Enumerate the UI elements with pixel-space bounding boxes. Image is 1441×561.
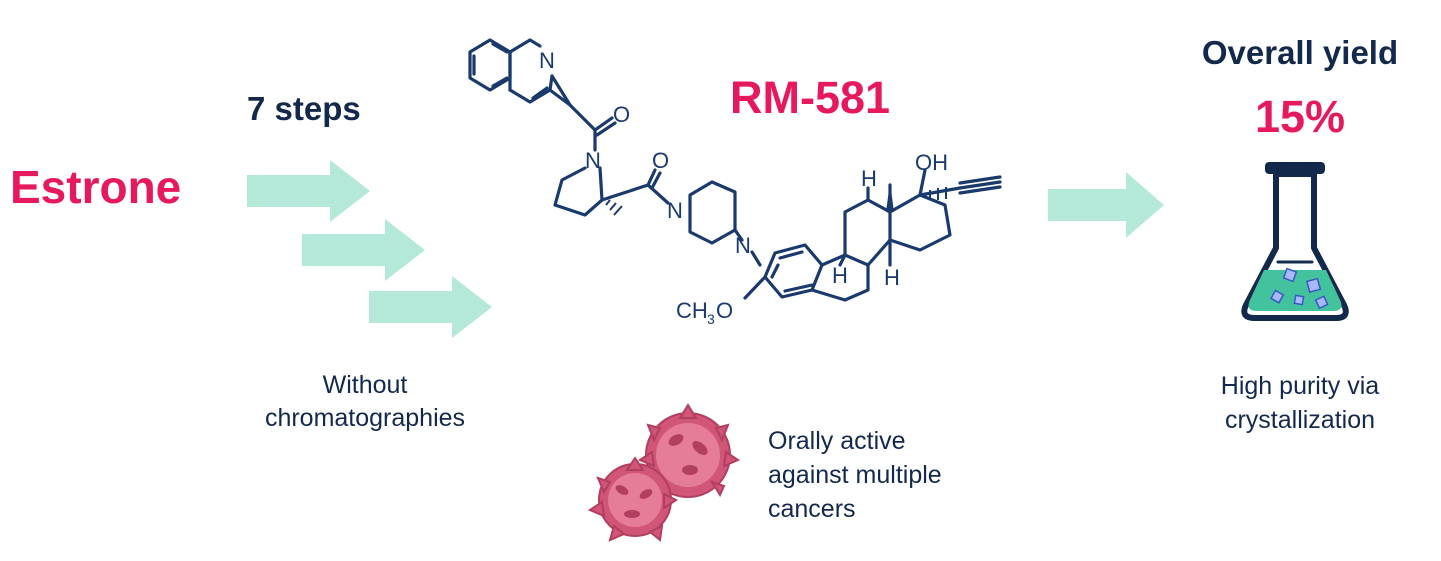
- atom-n-piperazine2: N: [735, 233, 751, 258]
- step-arrow-2: [302, 219, 425, 281]
- atom-methoxy-sub: 3: [707, 311, 715, 327]
- atom-o-amide1: O: [613, 102, 630, 127]
- ethynyl-hash: [929, 187, 947, 200]
- methyl-wedge: [886, 182, 894, 212]
- estrone-label: Estrone: [10, 161, 182, 213]
- atom-h2: H: [832, 263, 848, 288]
- purity-note: High purity via crystallization: [1175, 369, 1425, 437]
- atom-methoxy-ch: CH: [676, 298, 708, 323]
- atom-h1: H: [861, 166, 877, 191]
- atom-h3: H: [884, 265, 900, 290]
- process-note: Without chromatographies: [240, 369, 490, 435]
- atom-methoxy-o: O: [716, 298, 733, 323]
- activity-note-line-2: against multiple: [768, 461, 942, 489]
- yield-value: 15%: [1254, 91, 1346, 142]
- result-arrow: [1048, 172, 1164, 238]
- atom-o-amide2: O: [652, 148, 669, 173]
- activity-note-line-3: cancers: [768, 495, 856, 523]
- activity-note-line-1: Orally active: [768, 427, 906, 455]
- process-note-line-1: Without: [322, 371, 408, 399]
- flask-icon: [1241, 162, 1349, 321]
- yield-title: Overall yield: [1201, 34, 1399, 71]
- atom-n-pyrrolidine: N: [585, 148, 601, 173]
- step-arrow-1: [247, 160, 370, 222]
- rm581-structure: [468, 38, 1002, 302]
- purity-note-line-2: crystallization: [1224, 406, 1376, 434]
- product-name: RM-581: [730, 72, 891, 123]
- step-arrow-3: [369, 276, 492, 338]
- activity-note: Orally active against multiple cancers: [768, 424, 942, 526]
- atom-n-piperazine1: N: [667, 198, 683, 223]
- crystal-icons: [1270, 267, 1329, 310]
- steps-label: 7 steps: [247, 90, 361, 127]
- purity-note-line-1: High purity via: [1220, 372, 1380, 400]
- stereo-hash: [605, 199, 623, 216]
- cancer-cells-icon: [587, 403, 741, 542]
- step-arrows: [247, 160, 492, 338]
- atom-n-quinoline: N: [539, 48, 555, 73]
- atom-labels: N O N O N N OH H H H CH 3 O: [539, 48, 948, 327]
- process-note-line-2: chromatographies: [264, 404, 466, 432]
- atom-oh: OH: [915, 150, 948, 175]
